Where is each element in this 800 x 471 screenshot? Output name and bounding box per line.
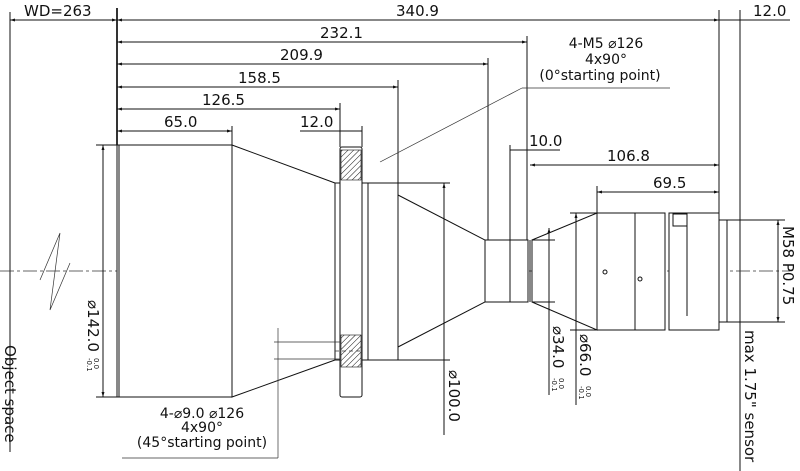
dim-126: 126.5 — [202, 91, 245, 109]
svg-text:Object space: Object space — [1, 345, 19, 443]
svg-text:max 1.75" sensor: max 1.75" sensor — [741, 330, 759, 463]
dim-body-diameter: ⌀100.0 — [445, 370, 463, 422]
dim-total-length: 340.9 — [396, 2, 439, 20]
horizontal-dimensions — [10, 18, 790, 240]
svg-text:⌀142.0: ⌀142.0 — [84, 300, 102, 352]
dim-10: 10.0 — [529, 132, 562, 150]
dim-209: 209.9 — [280, 46, 323, 64]
diameter-dimensions — [96, 144, 785, 435]
dim-mount-thread: M58 P0.75 — [779, 226, 797, 305]
svg-text:⌀100.0: ⌀100.0 — [445, 370, 463, 422]
dim-106: 106.8 — [607, 147, 650, 165]
svg-text:0.0: 0.0 — [557, 378, 565, 389]
svg-text:-0.1: -0.1 — [85, 358, 93, 372]
dim-65: 65.0 — [164, 113, 197, 131]
svg-text:-0.1: -0.1 — [550, 378, 558, 392]
svg-text:4-M5 ⌀126: 4-M5 ⌀126 — [569, 36, 644, 52]
svg-text:4-⌀9.0 ⌀126: 4-⌀9.0 ⌀126 — [160, 406, 244, 422]
dim-232: 232.1 — [320, 24, 363, 42]
svg-text:0.0: 0.0 — [92, 358, 100, 369]
object-space-label: Object space — [1, 345, 19, 443]
svg-text:4x90°: 4x90° — [181, 420, 223, 436]
dim-front-diameter: ⌀142.0 0.0 -0.1 — [84, 300, 102, 372]
dim-flange-back: 12.0 — [753, 2, 786, 20]
sensor-label: max 1.75" sensor — [741, 330, 759, 463]
dim-neck-diameter: ⌀34.0 0.0 -0.1 — [549, 326, 567, 392]
svg-text:-0.1: -0.1 — [577, 386, 585, 400]
svg-text:0.0: 0.0 — [584, 386, 592, 397]
dim-158: 158.5 — [238, 69, 281, 87]
dim-rear-diameter: ⌀66.0 0.0 -0.1 — [576, 334, 594, 400]
bottom-hole-note: 4-⌀9.0 ⌀126 4x90° (45°starting point) — [122, 328, 340, 459]
top-hole-note: 4-M5 ⌀126 4x90° (0°starting point) — [379, 36, 670, 163]
dim-69: 69.5 — [653, 174, 686, 192]
svg-text:(45°starting point): (45°starting point) — [137, 435, 267, 451]
svg-text:⌀66.0: ⌀66.0 — [576, 334, 594, 376]
svg-text:⌀34.0: ⌀34.0 — [549, 326, 567, 368]
dim-wd: WD=263 — [24, 2, 92, 20]
break-symbol — [39, 232, 71, 311]
svg-text:M58 P0.75: M58 P0.75 — [779, 226, 797, 305]
svg-text:4x90°: 4x90° — [585, 52, 627, 68]
dim-flange-thickness: 12.0 — [300, 113, 333, 131]
svg-text:(0°starting point): (0°starting point) — [539, 68, 660, 84]
lens-body — [116, 144, 728, 398]
